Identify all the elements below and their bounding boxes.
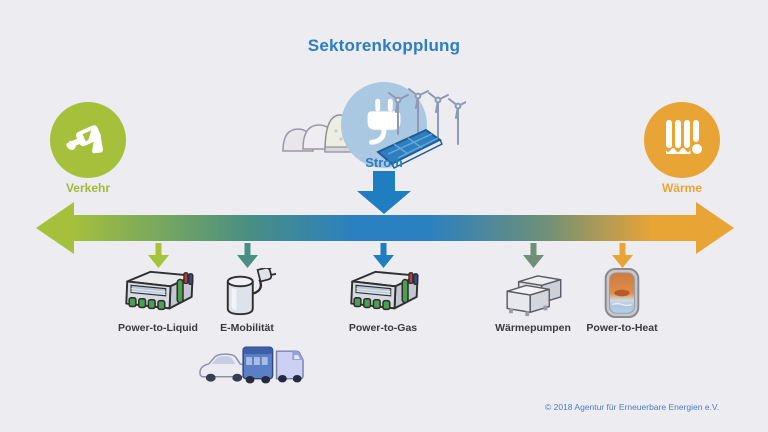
tech-e-mobilitaet: E-Mobilität xyxy=(187,243,307,334)
tech-label: E-Mobilität xyxy=(220,322,274,334)
flow-arrow-left-head xyxy=(36,202,74,254)
tech-power-to-gas: Power-to-Gas xyxy=(323,243,443,334)
main-flow-arrow xyxy=(72,215,696,241)
heat-pump-icon xyxy=(499,270,567,318)
solar-panel-icon xyxy=(376,128,443,169)
tech-power-to-liquid: Power-to-Liquid xyxy=(98,243,218,334)
vehicles-icon xyxy=(196,337,306,392)
copyright-text: © 2018 Agentur für Erneuerbare Energien … xyxy=(545,402,720,412)
strom-label: Strom xyxy=(365,155,403,170)
electrolyzer-icon xyxy=(117,270,199,318)
waerme-label: Wärme xyxy=(661,181,702,195)
waerme-circle xyxy=(644,102,720,178)
page-title: Sektorenkopplung xyxy=(307,36,461,55)
tech-power-to-heat: Power-to-Heat xyxy=(562,243,682,334)
wind-turbines-icon xyxy=(374,86,469,177)
tech-down-arrow xyxy=(236,243,258,268)
tech-label: Wärmepumpen xyxy=(495,322,571,334)
tech-down-arrow xyxy=(372,243,394,268)
tech-label: Power-to-Gas xyxy=(348,322,418,334)
tech-down-arrow xyxy=(522,243,544,268)
power-plug-icon xyxy=(355,94,413,157)
verkehr-label: Verkehr xyxy=(65,181,111,195)
tech-waermepumpen: Wärmepumpen xyxy=(473,243,593,334)
tech-down-arrow xyxy=(147,243,169,268)
strom-down-arrow xyxy=(357,171,411,219)
tech-down-arrow xyxy=(611,243,633,268)
verkehr-circle xyxy=(50,102,126,178)
tech-label: Power-to-Liquid xyxy=(118,322,198,334)
van xyxy=(275,350,304,383)
tech-label: Power-to-Heat xyxy=(586,322,658,334)
car xyxy=(199,353,248,382)
bus xyxy=(242,346,274,384)
flow-arrow-right-head xyxy=(696,202,734,254)
fuel-nozzle-icon xyxy=(63,115,113,166)
electrolyzer-icon xyxy=(342,270,424,318)
radiator-icon xyxy=(660,116,704,165)
battery-plug-icon xyxy=(218,268,276,318)
boiler-icon xyxy=(604,268,640,318)
